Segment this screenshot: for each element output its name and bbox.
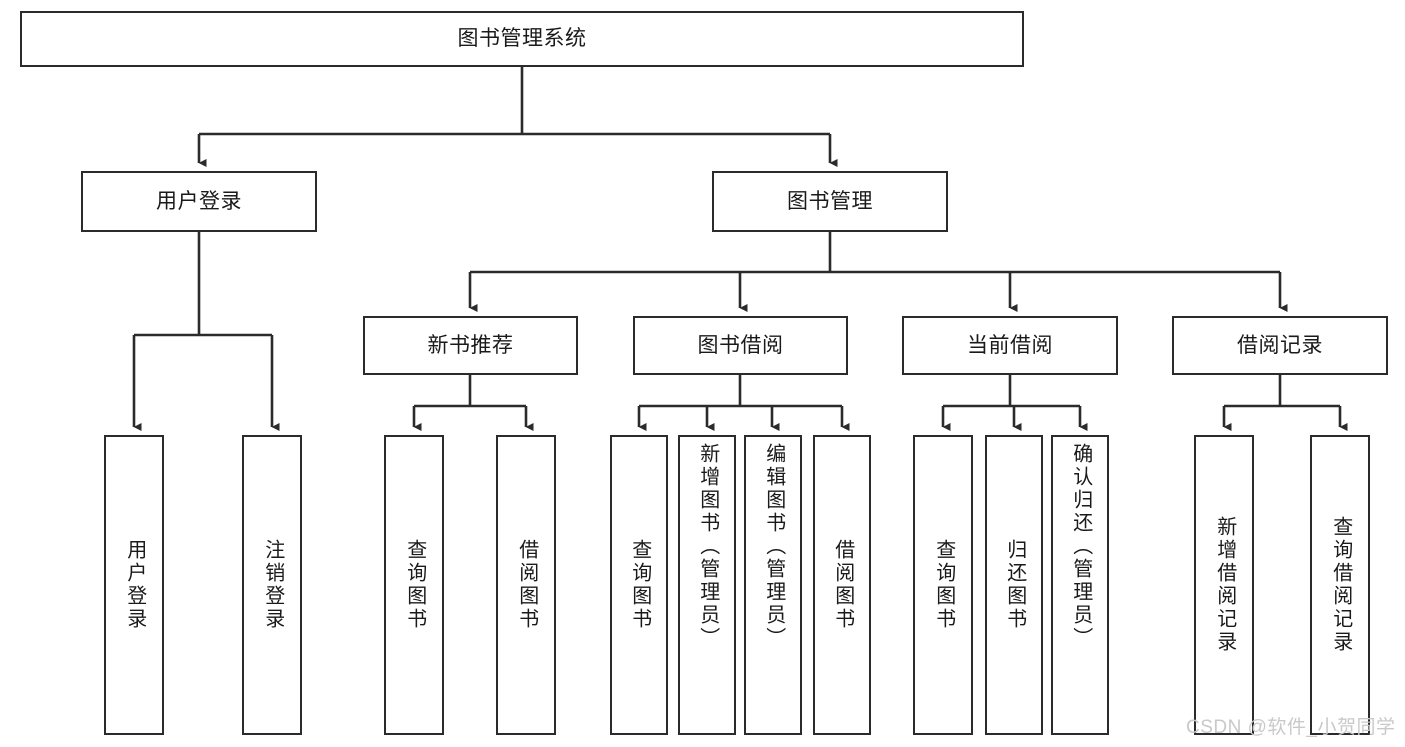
node-label: 新增图书（管理员） xyxy=(696,443,719,650)
leaf-current-borrow-query-book[interactable]: 查询图书 xyxy=(913,435,973,735)
node-borrow-record[interactable]: 借阅记录 xyxy=(1172,316,1388,375)
node-label: 图书借阅 xyxy=(697,333,784,357)
leaf-borrow-record-query-record[interactable]: 查询借阅记录 xyxy=(1310,435,1370,735)
node-label: 归还图书 xyxy=(1003,539,1026,631)
leaf-book-borrow-query-book[interactable]: 查询图书 xyxy=(610,435,668,735)
leaf-new-book-borrow-book[interactable]: 借阅图书 xyxy=(496,435,556,735)
node-label: 查询图书 xyxy=(403,539,426,631)
node-label: 查询图书 xyxy=(932,539,955,631)
node-label: 确认归还（管理员） xyxy=(1069,443,1092,650)
node-root-system[interactable]: 图书管理系统 xyxy=(20,11,1024,67)
leaf-book-borrow-add-book-admin[interactable]: 新增图书（管理员） xyxy=(678,435,736,735)
node-book-borrow[interactable]: 图书借阅 xyxy=(633,316,848,375)
node-label: 注销登录 xyxy=(261,539,284,631)
node-label: 图书管理 xyxy=(787,189,873,213)
node-book-management[interactable]: 图书管理 xyxy=(712,171,948,232)
node-label: 新增借阅记录 xyxy=(1213,516,1236,654)
leaf-current-borrow-confirm-return-admin[interactable]: 确认归还（管理员） xyxy=(1051,435,1109,735)
leaf-user-login-login[interactable]: 用户登录 xyxy=(104,435,164,735)
leaf-new-book-query-book[interactable]: 查询图书 xyxy=(384,435,444,735)
leaf-user-login-logout[interactable]: 注销登录 xyxy=(242,435,302,735)
node-label: 用户登录 xyxy=(156,189,242,213)
node-label: 图书管理系统 xyxy=(457,27,587,51)
leaf-current-borrow-return-book[interactable]: 归还图书 xyxy=(985,435,1043,735)
node-label: 当前借阅 xyxy=(967,333,1053,357)
node-new-book-recommend[interactable]: 新书推荐 xyxy=(363,316,578,375)
node-current-borrow[interactable]: 当前借阅 xyxy=(902,316,1118,375)
node-user-login[interactable]: 用户登录 xyxy=(81,171,317,232)
node-label: 查询图书 xyxy=(628,539,651,631)
node-label: 用户登录 xyxy=(123,539,146,631)
leaf-book-borrow-borrow-book[interactable]: 借阅图书 xyxy=(813,435,871,735)
node-label: 借阅图书 xyxy=(515,539,538,631)
node-label: 借阅记录 xyxy=(1237,333,1323,357)
node-label: 新书推荐 xyxy=(427,333,514,357)
csdn-watermark: CSDN @软件_小贺同学 xyxy=(1186,717,1396,738)
leaf-borrow-record-add-record[interactable]: 新增借阅记录 xyxy=(1194,435,1254,735)
node-label: 编辑图书（管理员） xyxy=(762,443,785,650)
node-label: 借阅图书 xyxy=(831,539,854,631)
leaf-book-borrow-edit-book-admin[interactable]: 编辑图书（管理员） xyxy=(744,435,802,735)
node-label: 查询借阅记录 xyxy=(1329,516,1352,654)
